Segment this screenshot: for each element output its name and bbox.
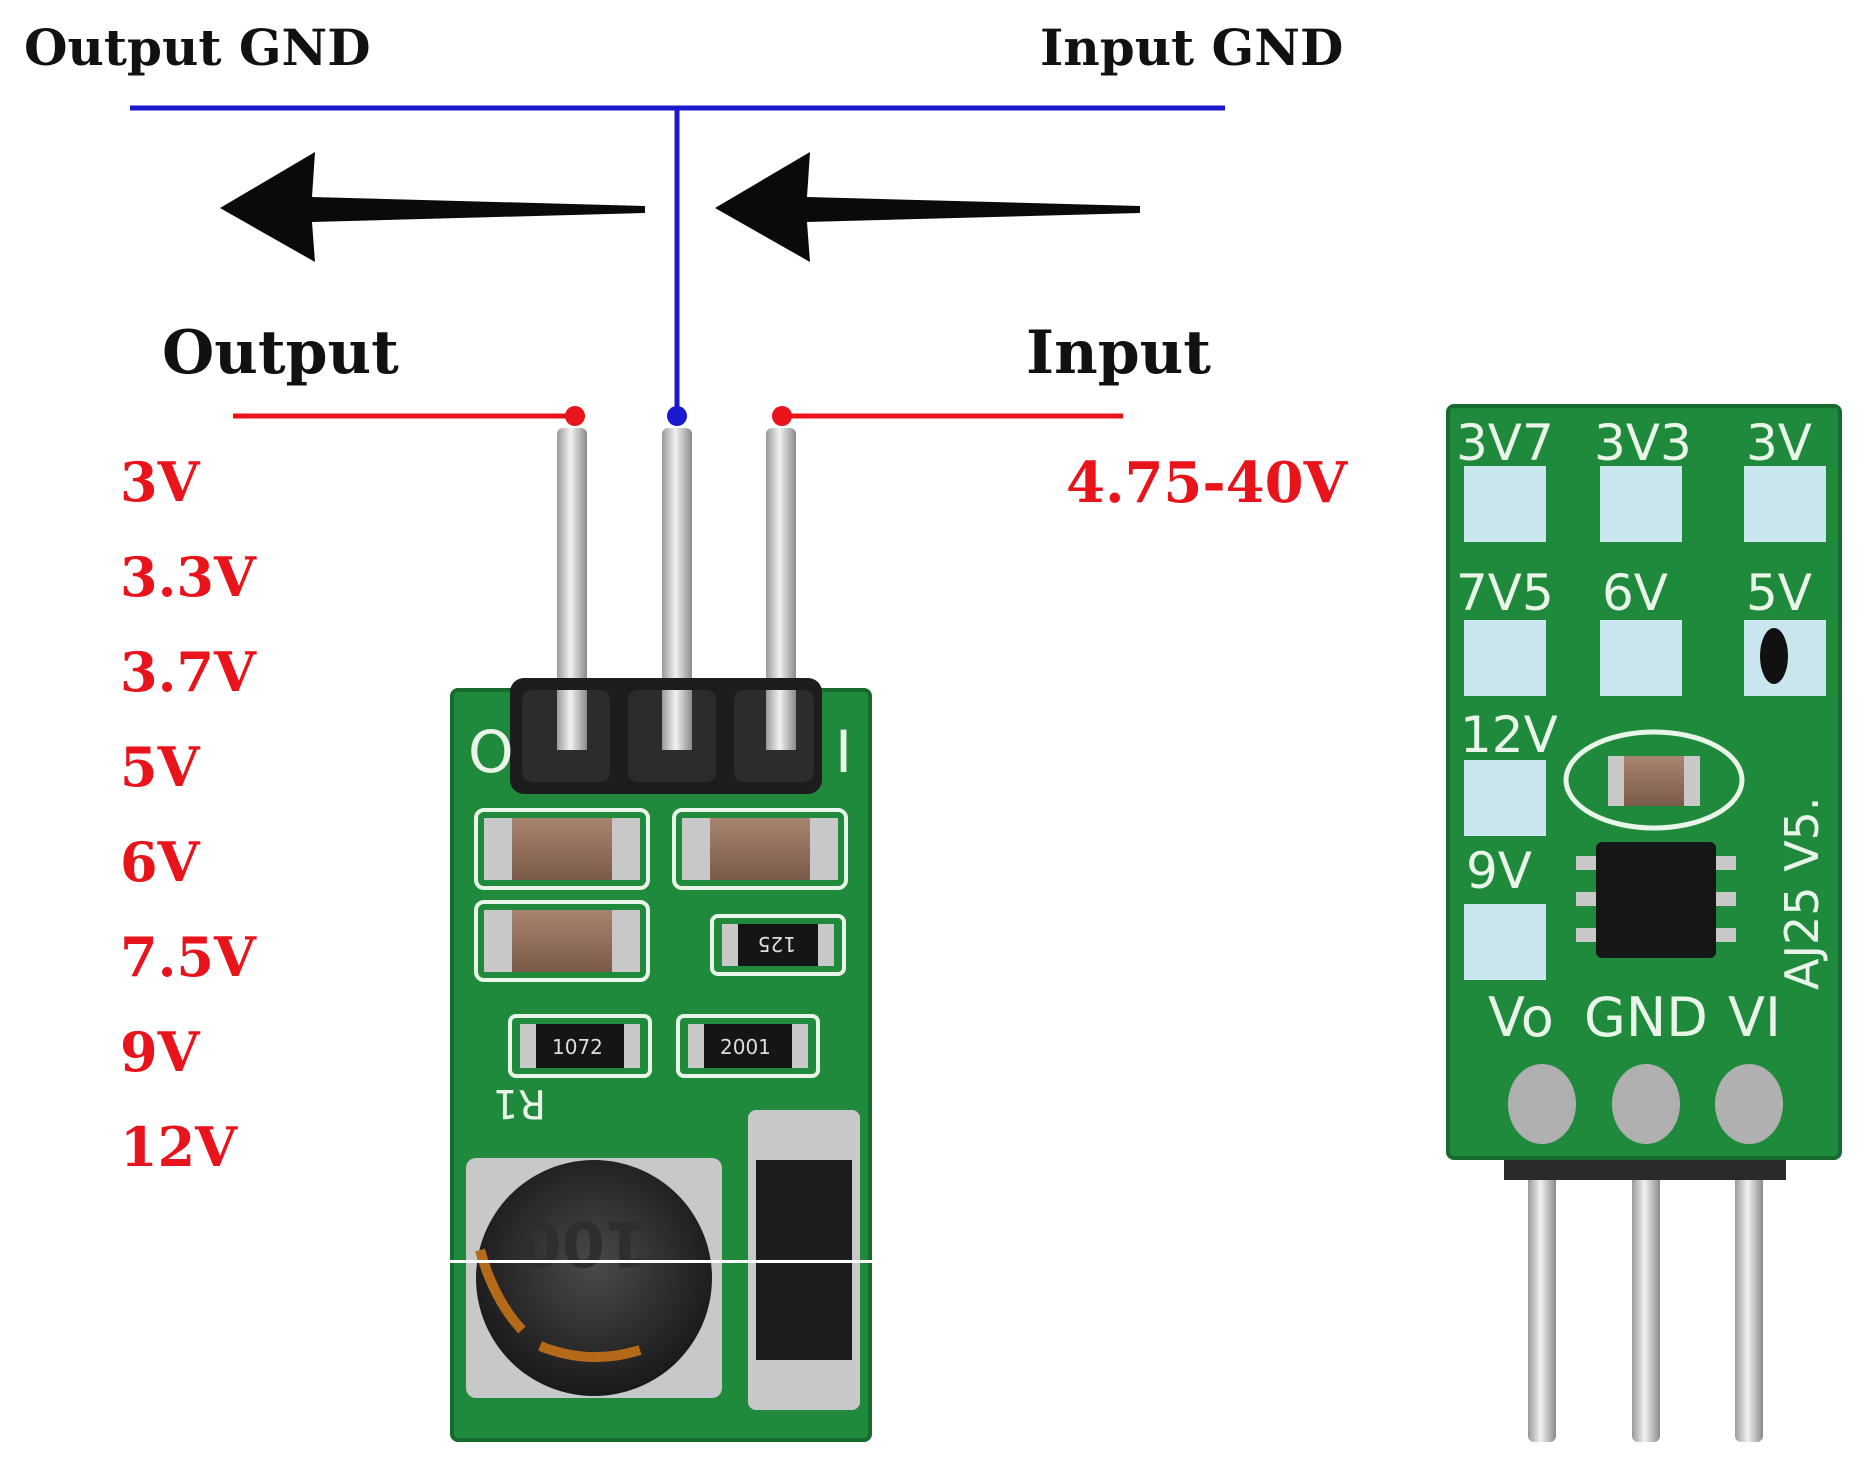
resistor-2001: 2001 (676, 1014, 820, 1078)
output-voltage-item: 3.7V (120, 640, 256, 704)
board-model-text: AJ25 V5. (1775, 796, 1829, 990)
pad-label-3v7: 3V7 (1456, 414, 1554, 472)
pad-9v (1464, 904, 1546, 980)
pin-label-gnd: GND (1584, 986, 1708, 1049)
pin-mark-output: O (468, 718, 514, 786)
pad-6v (1600, 620, 1682, 696)
inductor: 100 (466, 1158, 722, 1398)
back-pin-gnd (1632, 1160, 1660, 1442)
input-label: Input (1026, 318, 1211, 388)
output-label: Output (162, 318, 399, 388)
svg-text:2001: 2001 (720, 1035, 771, 1059)
pad-3v (1744, 466, 1826, 542)
output-voltage-item: 3.3V (120, 545, 256, 609)
back-pin-vo (1528, 1160, 1556, 1442)
svg-text:1072: 1072 (552, 1035, 603, 1059)
front-pin-output (557, 428, 587, 753)
output-voltage-item: 9V (120, 1020, 200, 1084)
pad-label-5v: 5V (1746, 564, 1812, 622)
back-capacitor (1608, 756, 1700, 806)
pad-label-3v3: 3V3 (1594, 414, 1692, 472)
output-voltage-item: 7.5V (120, 925, 256, 989)
input-pin-dot (772, 406, 792, 426)
ic-chip (1576, 842, 1736, 958)
signal-lines (233, 406, 1123, 426)
capacitor-3 (474, 900, 650, 982)
pad-label-6v: 6V (1602, 564, 1668, 622)
output-voltage-item: 6V (120, 830, 200, 894)
pin-label-vo: Vo (1488, 986, 1554, 1049)
solder-joint-gnd (1612, 1064, 1680, 1144)
flow-arrows (220, 152, 1140, 262)
resistor-125: 125 (710, 914, 846, 976)
pin-label-vi: VI (1728, 986, 1781, 1049)
pad-7v5 (1464, 620, 1546, 696)
pad-label-7v5: 7V5 (1456, 564, 1554, 622)
output-voltage-item: 3V (120, 450, 200, 514)
pad-3v7 (1464, 466, 1546, 542)
right-arrow-icon (715, 152, 1140, 262)
svg-text:100: 100 (519, 1207, 648, 1280)
front-pin-input (766, 428, 796, 753)
input-range-label: 4.75-40V (1066, 450, 1348, 516)
output-gnd-label: Output GND (24, 18, 371, 77)
front-board: O I (300, 428, 1000, 1442)
pad-label-12v: 12V (1460, 706, 1558, 764)
svg-text:125: 125 (758, 932, 796, 956)
input-gnd-label: Input GND (1040, 18, 1344, 77)
front-pin-gnd (662, 428, 692, 753)
output-pin-dot (565, 406, 585, 426)
gnd-wiring (130, 105, 1225, 426)
solder-bridge (1760, 628, 1788, 684)
cap-outline (1563, 729, 1745, 831)
pad-12v (1464, 760, 1546, 836)
gnd-pin-dot (667, 406, 687, 426)
back-pin-vi (1735, 1160, 1763, 1442)
pin-mark-input: I (835, 718, 852, 786)
solder-joint-vi (1715, 1064, 1783, 1144)
capacitor-2 (672, 808, 848, 890)
crop-line (300, 1260, 1000, 1263)
output-voltage-list: 3V 3.3V 3.7V 5V 6V 7.5V 9V 12V (120, 450, 256, 1210)
solder-joint-vo (1508, 1064, 1576, 1144)
output-voltage-item: 12V (120, 1115, 238, 1179)
left-arrow-icon (220, 152, 645, 262)
output-voltage-item: 5V (120, 735, 200, 799)
pad-label-9v: 9V (1466, 842, 1532, 900)
pad-3v3 (1600, 466, 1682, 542)
ref-r1: R1 (493, 1080, 546, 1126)
pad-label-3v: 3V (1746, 414, 1812, 472)
resistor-1072: 1072 (508, 1014, 652, 1078)
capacitor-1 (474, 808, 650, 890)
back-board: 3V7 3V3 3V 7V5 6V 5V 12V 9V AJ2 (1446, 404, 1842, 1442)
